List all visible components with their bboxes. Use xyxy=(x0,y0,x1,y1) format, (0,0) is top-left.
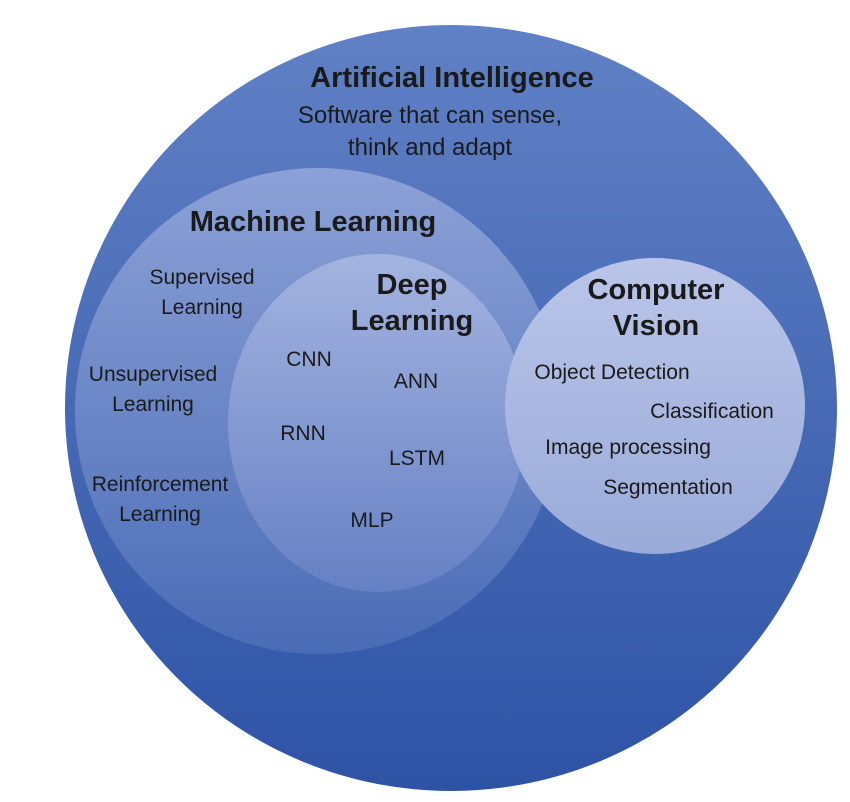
deep-learning-title: Deep Learning xyxy=(350,269,474,337)
deep-learning-circle xyxy=(228,254,526,592)
label-segmentation: Segmentation xyxy=(603,476,733,499)
label-lstm: LSTM xyxy=(388,447,446,470)
label-mlp: MLP xyxy=(350,509,394,532)
label-classification: Classification xyxy=(650,400,774,423)
label-cnn: CNN xyxy=(286,348,332,371)
label-image-processing: Image processing xyxy=(545,436,711,459)
label-ann: ANN xyxy=(393,370,439,393)
label-unsupervised-learning: Unsupervised Learning xyxy=(88,363,218,416)
label-object-detection: Object Detection xyxy=(534,361,690,384)
machine-learning-title: Machine Learning xyxy=(189,206,437,238)
label-supervised-learning: Supervised Learning xyxy=(149,266,255,319)
label-rnn: RNN xyxy=(280,422,326,445)
computer-vision-circle xyxy=(505,258,805,554)
artificial-intelligence-subtitle: Software that can sense, think and adapt xyxy=(297,102,563,161)
artificial-intelligence-title: Artificial Intelligence xyxy=(310,62,594,94)
label-reinforcement-learning: Reinforcement Learning xyxy=(91,473,229,526)
computer-vision-title: Computer Vision xyxy=(587,274,725,342)
